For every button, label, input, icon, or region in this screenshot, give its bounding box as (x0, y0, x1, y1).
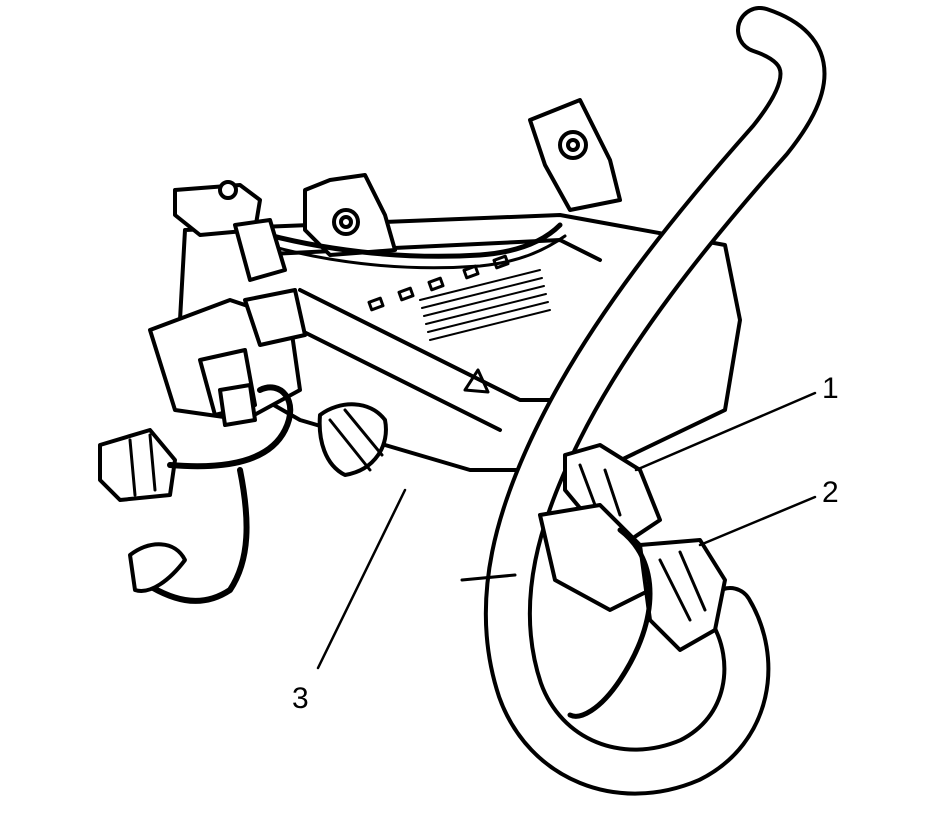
hose-joint-line (460, 573, 517, 582)
right-connectors (538, 443, 727, 719)
callout-3: 3 (292, 682, 309, 715)
left-harness (167, 384, 294, 470)
column-clamp (317, 402, 388, 477)
left-hose-stub (128, 542, 187, 593)
leader-line-3 (316, 488, 407, 670)
steering-column-assembly (173, 98, 742, 472)
leader-line-2 (698, 495, 817, 547)
warning-triangle (463, 368, 490, 394)
hose-loop (460, 6, 827, 796)
left-plug-middle (243, 288, 307, 347)
upper-cable (247, 222, 563, 259)
left-connectors (98, 218, 388, 604)
column-tube (298, 288, 562, 432)
left-plug-upper (233, 218, 287, 282)
far-left-connector (98, 428, 177, 502)
connector-2-boot (638, 538, 727, 652)
leader-lines (316, 391, 817, 670)
leader-line-1 (634, 391, 817, 472)
connector-wire (567, 527, 653, 719)
callout-2: 2 (822, 476, 839, 509)
label-hatching (419, 269, 551, 341)
hose-inner (487, 10, 823, 792)
small-connector (218, 383, 257, 427)
callout-1: 1 (822, 372, 839, 405)
